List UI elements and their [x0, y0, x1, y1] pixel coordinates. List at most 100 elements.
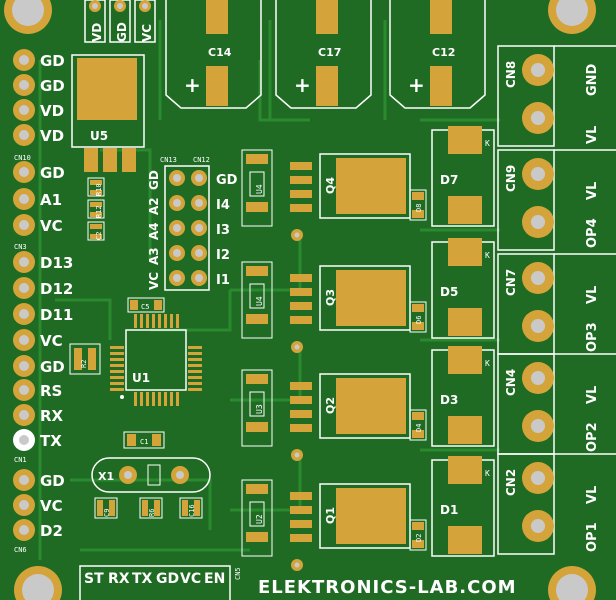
middle-header-right-label: I2 — [216, 248, 230, 263]
u1-label: U1 — [132, 371, 150, 385]
left-header-label: VC — [40, 217, 63, 235]
connector-label-top: VL — [585, 182, 600, 200]
bottom-header-label: GD — [156, 571, 179, 587]
top-header: VD GD VC — [84, 0, 156, 43]
big-capacitor: C14+ — [165, 0, 262, 109]
big-capacitor-label: C14 — [208, 46, 232, 59]
r12-label: R12 — [95, 205, 103, 218]
left-header-label: D11 — [40, 306, 73, 324]
left-header-label: GD — [40, 164, 65, 182]
middle-header-right-label: I3 — [216, 223, 230, 238]
left-header-label: VC — [40, 332, 63, 350]
c2-label: C2 — [95, 232, 103, 240]
left-header-pin: RS — [13, 379, 62, 401]
left-header-pin: VD — [13, 124, 64, 146]
left-header-label: D2 — [40, 522, 63, 540]
diode-k-mark: K — [485, 139, 490, 148]
channel-u-label: U2 — [255, 514, 264, 524]
connector-tag: CN9 — [504, 165, 518, 192]
u1-mcu: U1 — [110, 314, 202, 406]
left-header-label: D12 — [40, 280, 73, 298]
top-header-label-2: VC — [140, 24, 154, 42]
u5-regulator: U5 — [71, 54, 145, 172]
connector-label-bottom: VL — [585, 126, 600, 144]
left-header-label: GD — [40, 472, 65, 490]
left-header-pin: GD — [13, 469, 65, 491]
cn12-tag: CN12 — [193, 156, 210, 164]
left-header-tag: CN6 — [14, 546, 27, 554]
left-header-pin: TX — [13, 429, 62, 451]
diode-k-mark: K — [485, 359, 490, 368]
diode-small-label: D8 — [415, 204, 423, 212]
left-header-label: GD — [40, 77, 65, 95]
left-header-pin: GD — [13, 355, 65, 377]
c1-label: C1 — [140, 438, 148, 446]
r2-label: R2 — [80, 360, 88, 368]
c5-label: C5 — [141, 303, 149, 311]
c1-capacitor: C1 — [123, 431, 165, 449]
left-header-label: GD — [40, 52, 65, 70]
diode-k-mark: K — [485, 251, 490, 260]
bottom-header-label: VC — [180, 571, 201, 587]
left-header-pin: GD — [13, 74, 65, 96]
middle-header-right-label: I4 — [216, 198, 230, 213]
connector-label-bottom: OP4 — [585, 218, 600, 248]
middle-header-left-label: A2 — [147, 197, 161, 215]
connector-label-bottom: OP3 — [585, 322, 600, 352]
c5-capacitor: C5 — [127, 297, 165, 313]
bottom-header-label: ST — [84, 571, 104, 587]
diode-small-label: D2 — [415, 534, 423, 542]
diode-label: D3 — [440, 393, 458, 407]
bottom-header-label: EN — [204, 571, 225, 587]
c16-label: C16 — [188, 504, 196, 517]
connector-tag: CN4 — [504, 369, 518, 396]
connector-label-top: GND — [585, 63, 600, 96]
left-header-label: GD — [40, 358, 65, 376]
u5-label: U5 — [90, 129, 108, 143]
big-capacitor: C17+ — [275, 0, 372, 109]
channel-u-label: U3 — [255, 404, 264, 414]
middle-header-right-label: I1 — [216, 273, 230, 288]
r6-label: R6 — [148, 509, 156, 517]
left-header-tag: CN10 — [14, 154, 31, 162]
left-header-label: RS — [40, 382, 62, 400]
connector-label-top: VL — [585, 286, 600, 304]
connector-label-top: VL — [585, 486, 600, 504]
left-header-label: VC — [40, 497, 63, 515]
left-header-pin: VC — [13, 214, 63, 236]
channel-u-label: U4 — [255, 184, 264, 194]
left-header-label: TX — [40, 432, 62, 450]
connector-label-bottom: OP1 — [585, 522, 600, 552]
mosfet-label: Q3 — [324, 289, 337, 306]
big-capacitor-label: C12 — [432, 46, 455, 59]
mounting-holes — [4, 0, 596, 600]
middle-header-left-label: A4 — [147, 222, 161, 240]
left-header: GDGDVDVDGDA1VCD13D12D11VCGDRSRXTXGDVCD2C… — [13, 49, 73, 554]
left-header-pin: VC — [13, 329, 63, 351]
r10-r12-c2-stack: R10 R12 C2 — [87, 177, 105, 241]
capacitor-plus-mark: + — [408, 73, 425, 97]
cn13-tag: CN13 — [160, 156, 177, 164]
mosfet-label: Q2 — [324, 397, 337, 414]
diode-label: D5 — [440, 285, 458, 299]
left-header-pin: VD — [13, 99, 64, 121]
left-header-pin: GD — [13, 49, 65, 71]
left-header-pin: D2 — [13, 519, 63, 541]
left-header-pin: D11 — [13, 303, 73, 325]
x1-crystal: X1 — [91, 457, 211, 493]
left-header-pin: A1 — [13, 188, 62, 210]
left-header-label: VD — [40, 127, 64, 145]
c9-label: C9 — [103, 509, 111, 517]
left-header-pin: RX — [13, 404, 64, 426]
